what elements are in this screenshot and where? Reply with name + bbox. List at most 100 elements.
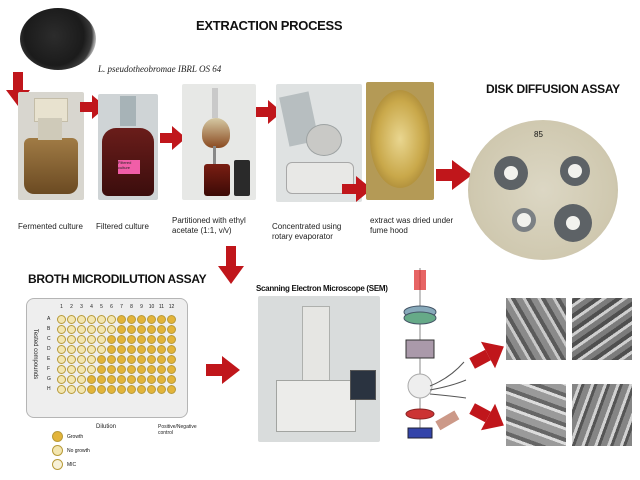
col-label: 6 [110, 304, 113, 310]
sem-micrograph [572, 384, 632, 446]
well [147, 355, 156, 364]
well [87, 315, 96, 324]
well [127, 325, 136, 334]
well [57, 315, 66, 324]
sem-micrograph [506, 298, 566, 360]
well [107, 365, 116, 374]
col-label: 8 [130, 304, 133, 310]
arrow-down-2 [218, 246, 244, 284]
well [97, 345, 106, 354]
well [97, 315, 106, 324]
col-label: 12 [168, 304, 175, 310]
well [167, 375, 176, 384]
col-label: 4 [90, 304, 93, 310]
col-label: 11 [158, 304, 165, 310]
well [87, 325, 96, 334]
well [77, 345, 86, 354]
legend-item: No growth [52, 442, 90, 460]
well [67, 335, 76, 344]
well [117, 345, 126, 354]
well [67, 385, 76, 394]
well [137, 355, 146, 364]
well [67, 325, 76, 334]
well [157, 365, 166, 374]
well [107, 355, 116, 364]
row-label: B [47, 326, 51, 332]
extraction-title: EXTRACTION PROCESS [196, 18, 343, 33]
well [147, 335, 156, 344]
inhibition-zone [494, 156, 528, 190]
well [77, 325, 86, 334]
legend-item: MIC [52, 456, 76, 474]
well [57, 325, 66, 334]
row-label: G [47, 376, 51, 382]
well [97, 355, 106, 364]
well [97, 375, 106, 384]
well [57, 335, 66, 344]
sem-micrograph [572, 298, 632, 360]
row-label: H [47, 386, 51, 392]
row-label: F [47, 366, 51, 372]
well [167, 345, 176, 354]
well [137, 375, 146, 384]
well [157, 325, 166, 334]
well [137, 325, 146, 334]
well [57, 355, 66, 364]
well [127, 385, 136, 394]
disk-diffusion-title: DISK DIFFUSION ASSAY [486, 82, 620, 96]
well [107, 345, 116, 354]
step-caption-4: Concentrated using rotary evaporator [272, 222, 342, 241]
well [147, 315, 156, 324]
well [97, 335, 106, 344]
arrow-right-5 [436, 160, 472, 190]
col-label: 2 [70, 304, 73, 310]
dried-extract-photo [366, 82, 434, 200]
well [157, 355, 166, 364]
col-label: 10 [148, 304, 155, 310]
well [67, 315, 76, 324]
arrow-right-6 [206, 356, 240, 384]
well [77, 365, 86, 374]
col-label: 5 [100, 304, 103, 310]
well [127, 345, 136, 354]
well [167, 355, 176, 364]
control-label: Positive/Negative control [158, 424, 197, 436]
well [87, 385, 96, 394]
well [77, 385, 86, 394]
rotary-evaporator-photo [276, 84, 362, 202]
well [87, 365, 96, 374]
row-axis-label: Tested compounds [32, 328, 38, 380]
well [127, 365, 136, 374]
well [117, 365, 126, 374]
well [127, 375, 136, 384]
well [167, 365, 176, 374]
well [147, 375, 156, 384]
well [147, 325, 156, 334]
sem-title: Scanning Electron Microscope (SEM) [256, 284, 388, 293]
well [117, 335, 126, 344]
well [77, 375, 86, 384]
well [87, 375, 96, 384]
well [107, 325, 116, 334]
well [167, 315, 176, 324]
step-caption-5: extract was dried under fume hood [370, 216, 454, 235]
well [117, 315, 126, 324]
broth-title: BROTH MICRODILUTION ASSAY [28, 272, 207, 286]
col-label: 7 [120, 304, 123, 310]
well [87, 335, 96, 344]
step-caption-1: Fermented culture [18, 222, 83, 231]
col-label: 9 [140, 304, 143, 310]
well [57, 375, 66, 384]
filtered-culture-photo: Filtered culture [98, 94, 158, 200]
step-caption-3: Partitioned with ethyl acetate (1:1, v/v… [172, 216, 246, 235]
well [147, 385, 156, 394]
well [157, 375, 166, 384]
well [147, 345, 156, 354]
well [57, 385, 66, 394]
well [77, 335, 86, 344]
well [107, 315, 116, 324]
well [167, 385, 176, 394]
flask-label: Filtered culture [118, 160, 140, 174]
well [137, 335, 146, 344]
